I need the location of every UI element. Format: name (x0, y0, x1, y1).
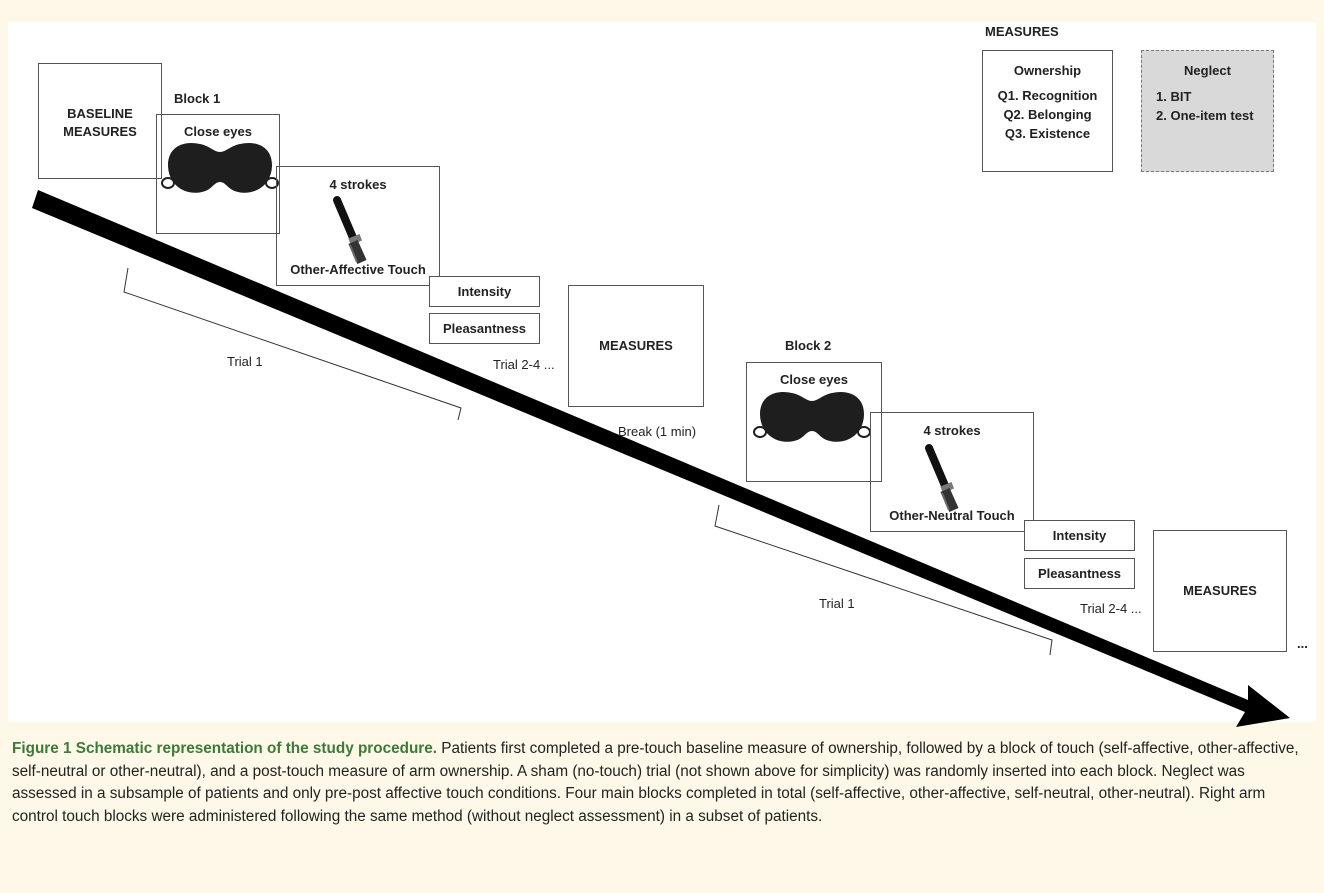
ownership-box: Ownership Q1. Recognition Q2. Belonging … (982, 50, 1113, 172)
neglect-box: Neglect 1. BIT 2. One-item test (1141, 50, 1274, 172)
block2-stroke-box: 4 strokes Other-Neutral Touch (870, 412, 1034, 532)
brush-icon-2 (925, 444, 959, 513)
baseline-measures-box: BASELINE MEASURES (38, 63, 162, 179)
eye-mask-icon-1 (161, 142, 279, 193)
ownership-item: Q1. Recognition (997, 88, 1098, 103)
block2-trial1-label: Trial 1 (819, 596, 855, 611)
measures-mid-box: MEASURES (568, 285, 704, 407)
block2-close-eyes-label: Close eyes (780, 372, 848, 387)
block1-close-eyes-box: Close eyes (156, 114, 280, 234)
neglect-item: 1. BIT (1156, 89, 1192, 104)
caption-title: Figure 1 Schematic representation of the… (12, 740, 438, 757)
measures-end-box: MEASURES (1153, 530, 1287, 652)
caption-body: Patients first completed a pre-touch bas… (12, 740, 1299, 825)
block2-trial24-label: Trial 2-4 ... (1080, 601, 1142, 616)
baseline-line1: BASELINE (67, 106, 133, 121)
timeline-arrow (32, 190, 1290, 727)
measures-header: MEASURES (985, 24, 1059, 39)
block2-close-eyes-box: Close eyes (746, 362, 882, 482)
ownership-item: Q3. Existence (1004, 126, 1091, 141)
block2-touch-label: Other-Neutral Touch (889, 508, 1015, 523)
trial-bracket-1 (123, 267, 462, 421)
block1-label: Block 1 (174, 91, 221, 106)
block1-close-eyes-label: Close eyes (184, 124, 252, 139)
trial-bracket-2 (714, 504, 1053, 656)
brush-icon-1 (333, 196, 367, 265)
block1-trial1-label: Trial 1 (227, 354, 263, 369)
ownership-item: Q2. Belonging (1003, 107, 1092, 122)
block2-intensity-box: Intensity (1024, 520, 1135, 551)
block2-strokes-label: 4 strokes (923, 423, 981, 438)
block1-strokes-label: 4 strokes (329, 177, 387, 192)
block1-stroke-box: 4 strokes Other-Affective Touch (276, 166, 440, 286)
break-label: Break (1 min) (618, 424, 697, 439)
block1-intensity-box: Intensity (429, 276, 540, 307)
block2-label: Block 2 (785, 338, 832, 353)
baseline-line2: MEASURES (63, 124, 137, 139)
neglect-title: Neglect (1184, 63, 1231, 78)
block2-pleasantness-box: Pleasantness (1024, 558, 1135, 589)
block1-pleasantness-box: Pleasantness (429, 313, 540, 344)
ownership-title: Ownership (1013, 63, 1082, 78)
block1-trial24-label: Trial 2-4 ... (493, 357, 555, 372)
block1-touch-label: Other-Affective Touch (290, 262, 426, 277)
ellipsis-label: ... (1297, 636, 1308, 651)
neglect-item: 2. One-item test (1156, 108, 1254, 123)
figure-caption: Figure 1 Schematic representation of the… (12, 738, 1312, 828)
